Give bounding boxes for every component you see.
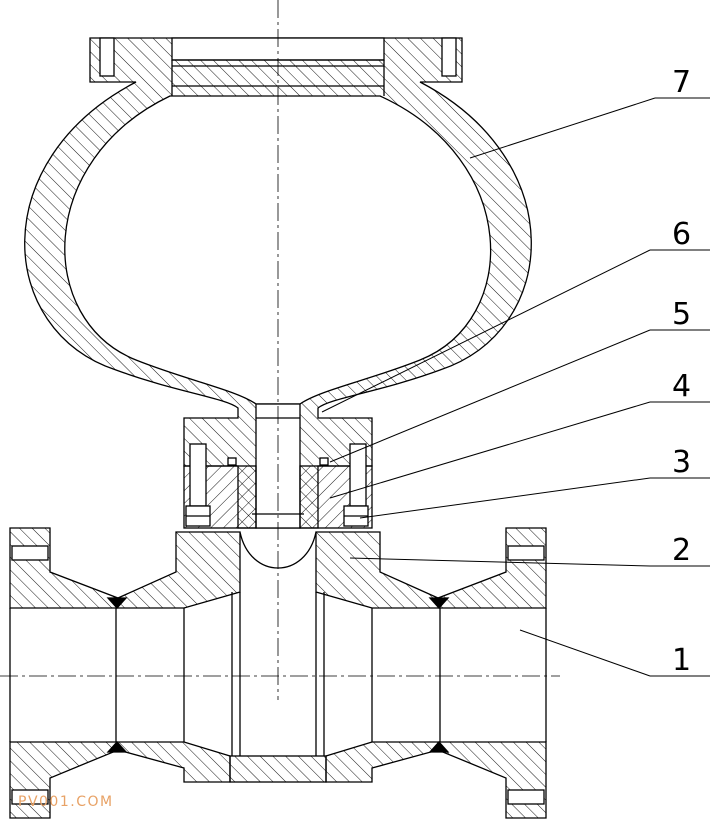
- valve-body: [9, 527, 547, 819]
- centre-lines: [0, 0, 560, 700]
- part-label-2: 2: [672, 533, 691, 568]
- part-label-4: 4: [672, 369, 691, 404]
- leader-lines: [321, 97, 710, 677]
- part-label-5: 5: [672, 297, 691, 332]
- part-label-1: 1: [672, 643, 691, 678]
- watermark: PV001.COM: [18, 794, 114, 810]
- part-label-7: 7: [672, 65, 691, 100]
- part-label-3: 3: [672, 445, 691, 480]
- part-label-6: 6: [672, 217, 691, 252]
